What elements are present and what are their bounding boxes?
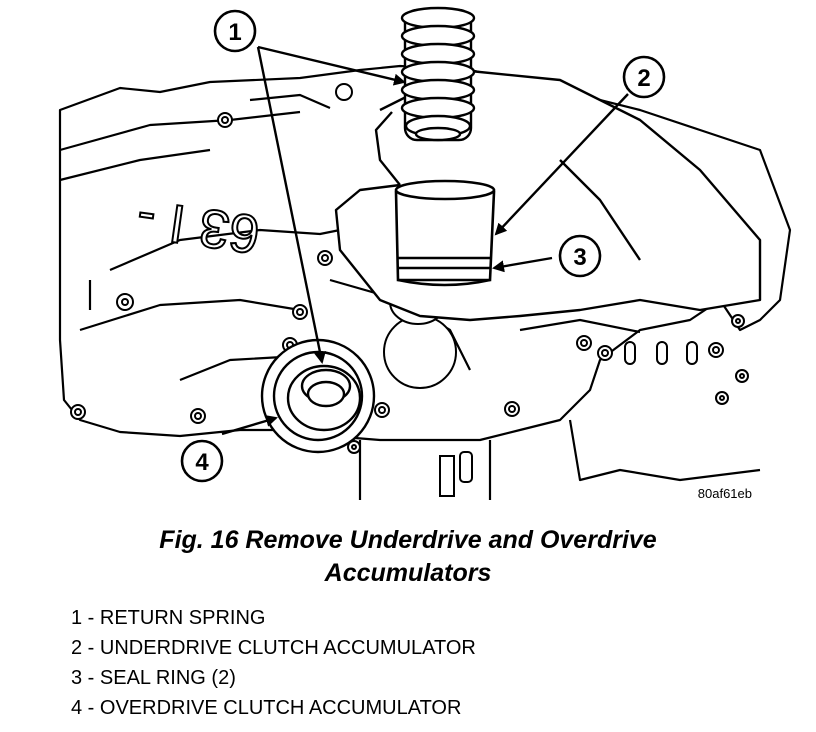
- legend-item-seal-ring: 3 - SEAL RING (2): [71, 667, 236, 689]
- underdrive-accumulator-piston: [394, 179, 496, 287]
- leader-lines: [221, 45, 629, 436]
- callout-3-label: 3: [573, 244, 586, 271]
- overdrive-accumulator: [260, 338, 376, 454]
- image-code: 80af61eb: [698, 486, 752, 501]
- callout-1: 1: [213, 9, 257, 53]
- legend-item-underdrive-clutch-accumulator: 2 - UNDERDRIVE CLUTCH ACCUMULATOR: [71, 637, 476, 659]
- figure-caption: Fig. 16 Remove Underdrive and Overdrive …: [0, 524, 816, 590]
- callout-4: 4: [180, 439, 224, 483]
- return-spring: [400, 6, 476, 142]
- leader-3: [492, 256, 553, 273]
- legend-item-overdrive-clutch-accumulator: 4 - OVERDRIVE CLUTCH ACCUMULATOR: [71, 697, 462, 719]
- leader-4: [221, 415, 278, 436]
- legend-item-return-spring: 1 - RETURN SPRING: [71, 607, 266, 629]
- callout-3: 3: [558, 234, 602, 278]
- leader-1-spring: [257, 45, 406, 86]
- leader-2: [494, 93, 629, 236]
- callout-2: 2: [622, 55, 666, 99]
- caption-line-1: Fig. 16 Remove Underdrive and Overdrive: [159, 526, 657, 554]
- callout-4-label: 4: [195, 449, 209, 476]
- exploded-view-illustration: 63 I -: [58, 6, 792, 501]
- caption-line-2: Accumulators: [324, 559, 492, 587]
- callout-2-label: 2: [637, 65, 650, 92]
- callout-1-label: 1: [228, 19, 241, 46]
- leader-1-bore: [256, 46, 326, 364]
- parts-legend: 1 - RETURN SPRING 2 - UNDERDRIVE CLUTCH …: [71, 603, 476, 723]
